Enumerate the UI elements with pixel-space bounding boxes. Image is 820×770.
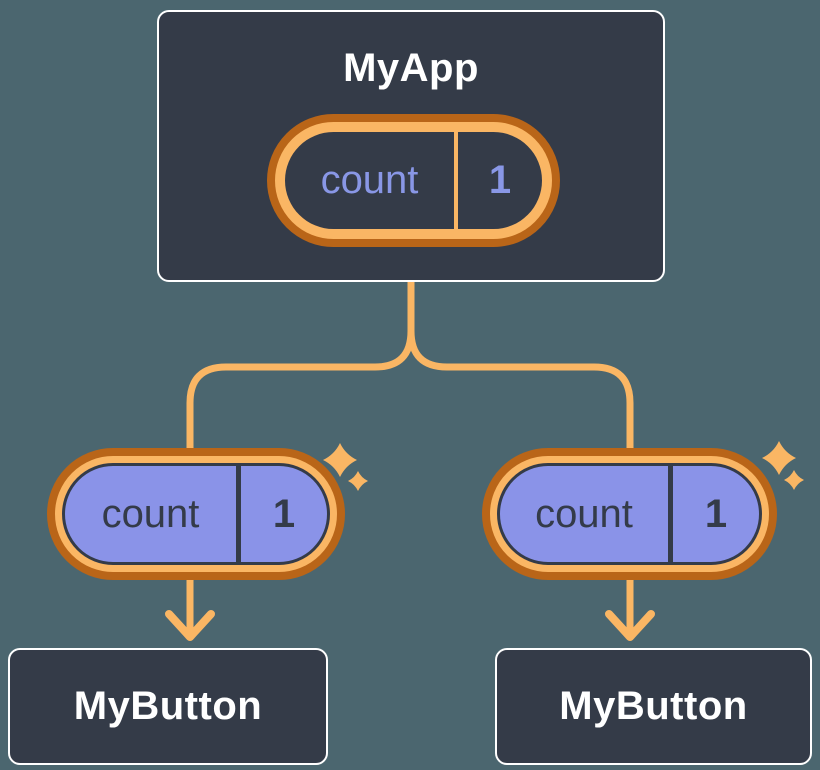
node-mybutton-right: MyButton [495,648,812,765]
prop-label: count [535,491,633,536]
prop-value: 1 [704,491,728,536]
state-pill-body: count 1 [285,132,542,229]
pill-divider [668,466,673,562]
node-mybutton-left: MyButton [8,648,328,765]
sparkle-icon [762,441,796,475]
branch-line-right [407,278,634,636]
pill-divider [454,132,458,229]
state-label: count [320,158,419,202]
prop-pill-body: count 1 [62,463,330,565]
arrowhead-right [605,610,655,641]
state-value: 1 [488,158,512,202]
node-title: MyApp [343,46,479,90]
node-myapp: MyApp count 1 [157,10,665,282]
prop-pill-left: count 1 [47,448,345,580]
state-pill-root: count 1 [267,114,560,247]
prop-pill-body: count 1 [497,463,762,565]
pill-divider [236,466,241,562]
sparkle-icon [348,471,368,491]
sparkle-icon [323,443,357,477]
prop-pill-right: count 1 [482,448,777,580]
prop-value: 1 [272,491,296,536]
prop-label: count [101,491,200,536]
sparkle-icon [784,470,804,490]
branch-line-left [186,278,415,636]
arrowhead-left [165,610,215,641]
